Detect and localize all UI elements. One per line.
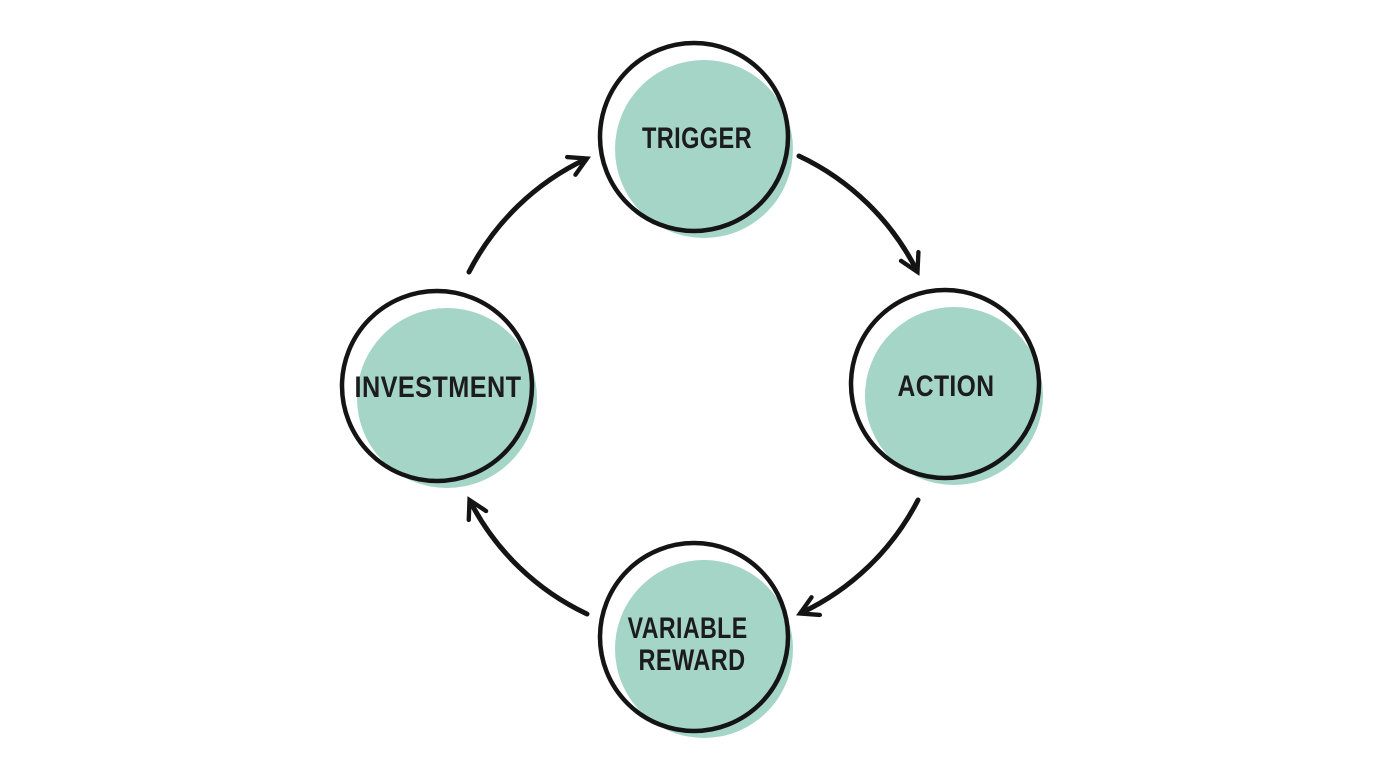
node-label: VARIABLE REWARD xyxy=(628,612,757,677)
arrow-investment-to-trigger xyxy=(466,159,586,275)
arrow-trigger-to-action xyxy=(796,153,917,271)
node-investment: INVESTMENT xyxy=(339,288,537,488)
node-outline-circle xyxy=(339,288,535,484)
cycle-arrows xyxy=(466,153,921,617)
node-trigger: TRIGGER xyxy=(597,40,793,238)
arrow-variable-reward-to-investment xyxy=(470,501,590,617)
node-fill-circle xyxy=(615,60,793,238)
node-variable-reward: VARIABLE REWARD xyxy=(597,540,793,738)
node-fill-circle xyxy=(357,308,537,488)
node-label: TRIGGER xyxy=(642,122,752,155)
node-label: ACTION xyxy=(898,370,995,403)
node-outline-circle xyxy=(597,540,791,734)
node-fill-circle xyxy=(865,307,1043,485)
node-label-line-1: VARIABLE xyxy=(628,612,748,645)
node-outline-circle xyxy=(848,287,1042,481)
arrow-action-to-variable-reward xyxy=(801,497,921,613)
node-action: ACTION xyxy=(848,287,1043,485)
node-fill-circle xyxy=(615,560,793,738)
node-outline-circle xyxy=(597,40,791,234)
node-label: INVESTMENT xyxy=(355,371,522,404)
node-label-line-2: REWARD xyxy=(639,644,746,677)
